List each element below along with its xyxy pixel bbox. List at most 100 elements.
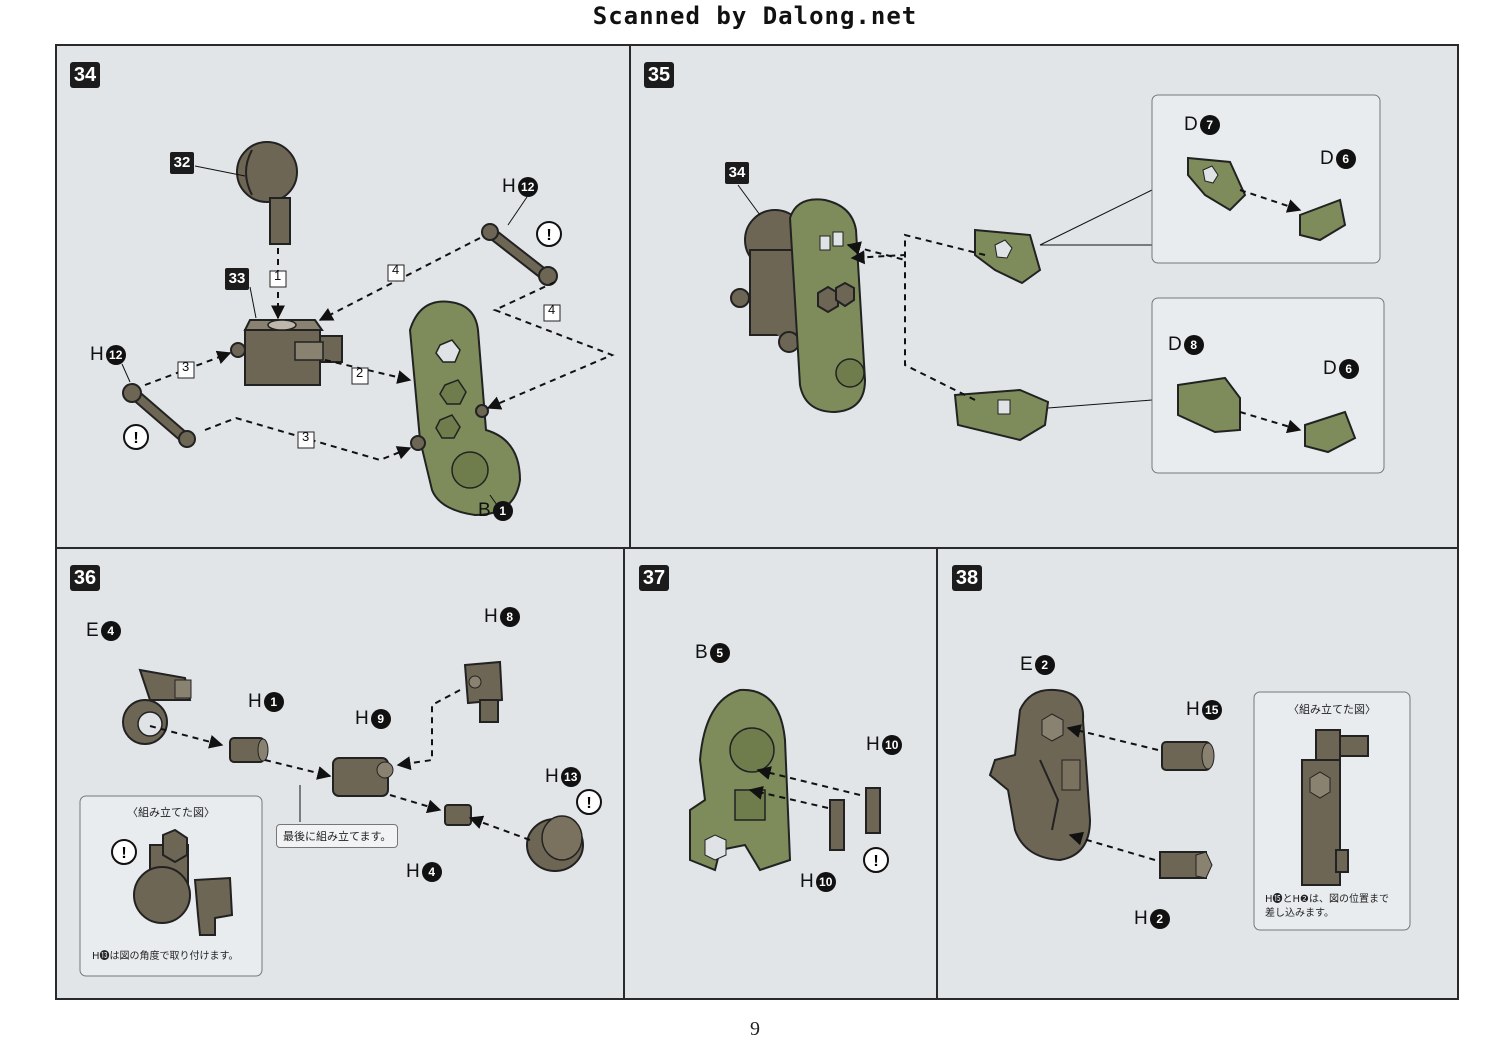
svg-text:!: ! [873, 853, 878, 870]
svg-text:!: ! [121, 845, 126, 862]
part-number-circle: 13 [560, 767, 581, 787]
shin-e2-illustration [988, 688, 1092, 862]
part-number-circle: 9 [370, 709, 391, 729]
label-h13: H 13 [545, 766, 581, 788]
link-h12-upper-illustration [481, 223, 558, 286]
label-h10-lower: H 10 [800, 871, 836, 893]
label-h4: H 4 [406, 861, 442, 883]
runner-letter: H [1186, 699, 1200, 720]
runner-letter: D [1184, 114, 1198, 135]
part-number-circle: 6 [1338, 359, 1359, 379]
part-number-circle: 2 [1149, 909, 1170, 929]
assembled-note-38-line1: H⓯とH❷は、図の位置まで [1265, 894, 1390, 905]
runner-letter: H [866, 734, 880, 755]
order-mark-group-34 [177, 264, 561, 449]
part-number-circle: 4 [100, 621, 121, 641]
assembled-view-title-38: 〈組み立てた図〉 [1288, 703, 1376, 716]
runner-letter: E [86, 620, 99, 641]
part-ref-34: 34 [725, 162, 749, 184]
label-h2: H 2 [1134, 908, 1170, 930]
order-mark-3b: 3 [302, 429, 310, 444]
joint-e4-illustration [122, 668, 192, 745]
part-number-circle: 4 [421, 862, 442, 882]
assembled-view-36-illustration [133, 828, 234, 936]
hex-h2-illustration [1159, 851, 1213, 879]
joint-h9-illustration [332, 757, 394, 797]
ball-joint-32-illustration [236, 141, 298, 245]
armor-part-d8-illustration [953, 388, 1050, 442]
label-h8: H 8 [484, 606, 520, 628]
part-number-circle: 5 [709, 643, 730, 663]
cylinder-h15-illustration [1161, 741, 1215, 771]
label-b5: B 5 [695, 642, 730, 664]
label-d7: D 7 [1184, 114, 1220, 136]
d7-detail-illustration [1187, 156, 1347, 242]
label-h1: H 1 [248, 691, 284, 713]
assembled-view-38-illustration [1301, 729, 1369, 886]
svg-text:!: ! [546, 227, 551, 244]
label-d8: D 8 [1168, 334, 1204, 356]
step-34-panel [57, 46, 629, 546]
order-mark-4a: 4 [392, 262, 400, 277]
label-h10-upper: H 10 [866, 734, 902, 756]
step-number-37: 37 [639, 565, 669, 591]
hip-block-33-illustration [230, 319, 343, 386]
svg-text:!: ! [133, 430, 138, 447]
runner-letter: H [248, 691, 262, 712]
part-number-circle: 12 [517, 177, 538, 197]
caution-icon-34a: ! [536, 221, 562, 247]
order-mark-4b: 4 [548, 302, 556, 317]
order-mark-3a: 3 [182, 359, 190, 374]
runner-letter: D [1320, 148, 1334, 169]
step-number-36: 36 [70, 565, 100, 591]
order-mark-1: 1 [274, 268, 282, 283]
armor-part-d7-illustration [974, 228, 1042, 285]
part-number-circle: 10 [881, 735, 902, 755]
runner-letter: H [800, 871, 814, 892]
part-number-circle: 12 [105, 345, 126, 365]
label-e4: E 4 [86, 620, 121, 642]
step-number-34: 34 [70, 62, 100, 88]
runner-letter: H [90, 344, 104, 365]
divider-vertical-bottom-left [623, 549, 625, 998]
link-h12-lower-illustration [122, 383, 196, 448]
runner-letter: H [545, 766, 559, 787]
caution-icon-36: ! [576, 789, 602, 815]
part-number-circle: 2 [1034, 655, 1055, 675]
part-number-circle: 6 [1335, 149, 1356, 169]
runner-letter: H [406, 861, 420, 882]
pin-h4-illustration [444, 804, 472, 826]
part-number-circle: 10 [815, 872, 836, 892]
label-e2: E 2 [1020, 654, 1055, 676]
pin-h10-lower-illustration [829, 799, 845, 851]
leg-assembly-34-illustration [730, 198, 867, 414]
runner-letter: E [1020, 654, 1033, 675]
divider-vertical-top [629, 46, 631, 548]
label-d6-upper: D 6 [1320, 148, 1356, 170]
divider-vertical-bottom-right [936, 549, 938, 998]
runner-letter: B [478, 500, 491, 521]
part-number-circle: 1 [492, 501, 513, 521]
d8-detail-illustration [1177, 376, 1357, 454]
knee-b5-illustration [689, 688, 792, 872]
thigh-plate-b1-illustration [408, 300, 522, 517]
block-h8-illustration [463, 660, 504, 723]
caution-icon-36-assembled: ! [111, 839, 137, 865]
order-mark-2: 2 [356, 365, 364, 380]
page-number: 9 [750, 1018, 760, 1040]
assembled-note-36: H⓭は図の角度で取り付けます。 [92, 951, 239, 962]
runner-letter: D [1168, 334, 1182, 355]
assemble-last-callout: 最後に組み立てます。 [276, 824, 399, 848]
label-b1: B 1 [478, 500, 513, 522]
label-h12-upper: H 12 [502, 176, 538, 198]
pin-h10-upper-illustration [865, 787, 881, 834]
disc-h13-illustration [526, 815, 584, 872]
runner-letter: D [1323, 358, 1337, 379]
cylinder-h1-illustration [229, 737, 269, 763]
caution-icon-37: ! [863, 847, 889, 873]
svg-text:!: ! [586, 795, 591, 812]
scan-credit: Scanned by Dalong.net [592, 2, 918, 30]
label-h12-lower: H 12 [90, 344, 126, 366]
step-number-35: 35 [644, 62, 674, 88]
